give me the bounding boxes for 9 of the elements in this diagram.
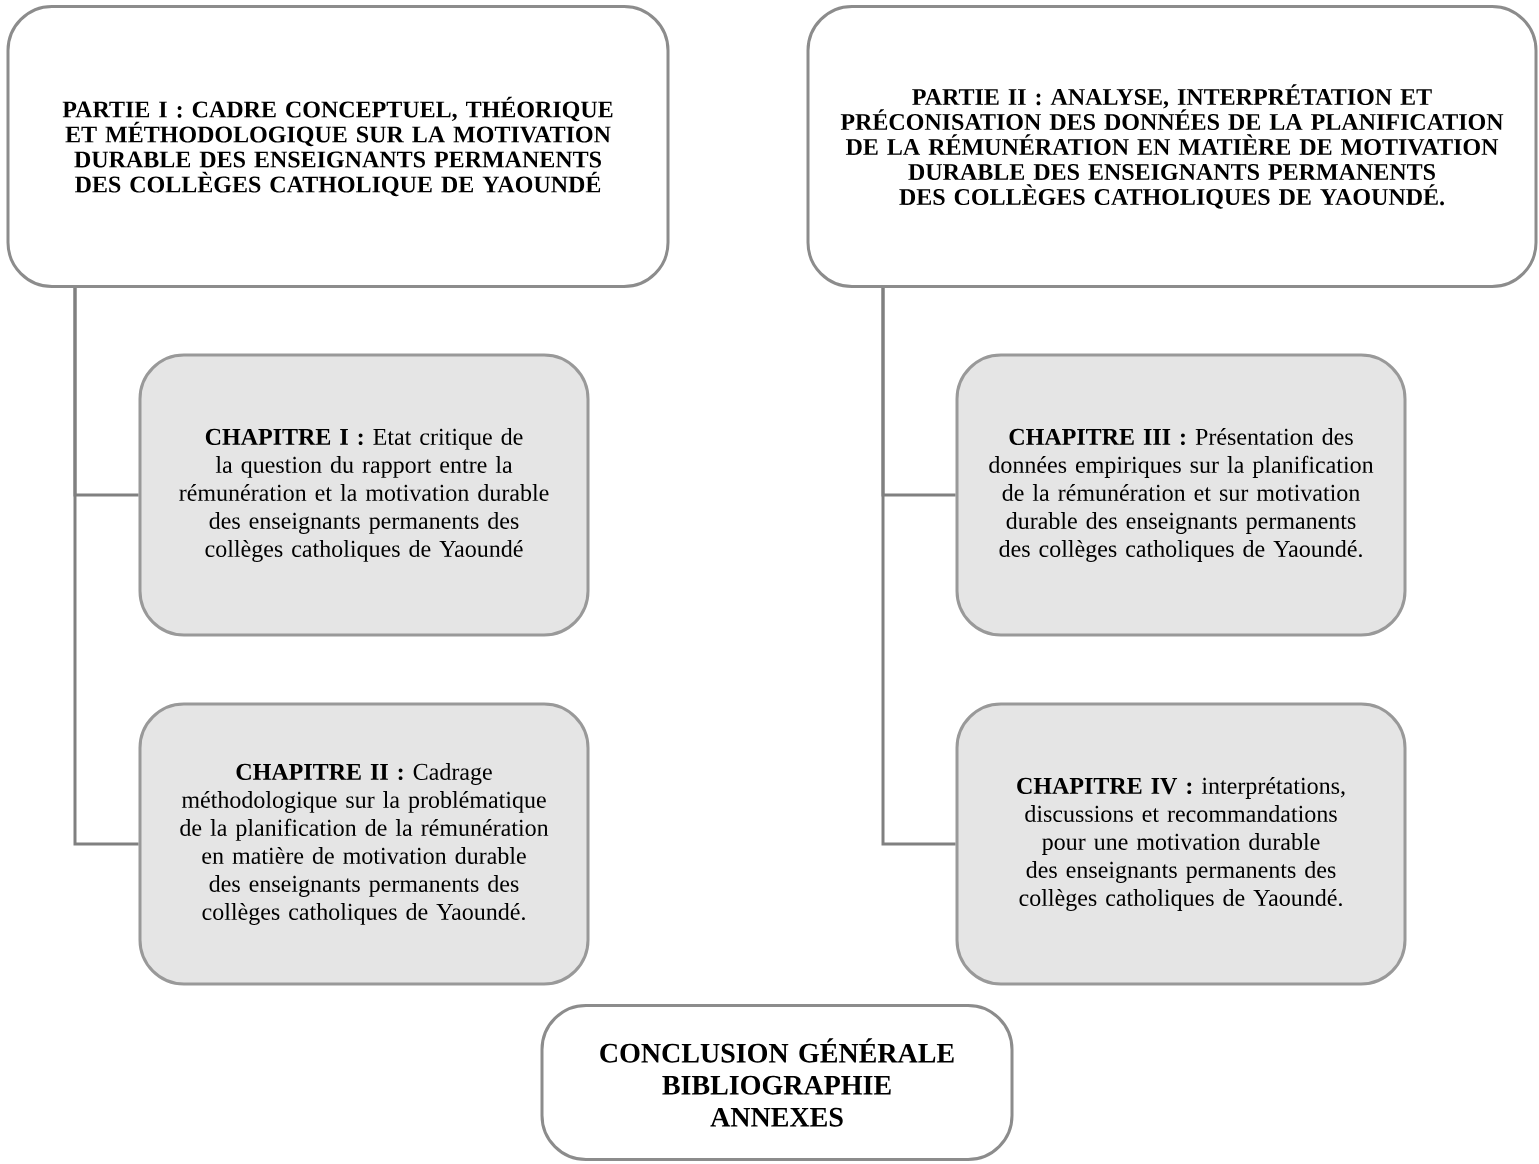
chapter-box: CHAPITRE I : Etat critique de la question du rapport entre la rémunération et la motivation durable des enseignants permanents des collèges catholiques de Yaoundé [138,353,590,637]
part-box: PARTIE I : CADRE CONCEPTUEL, THÉORIQUE ET MÉTHODOLOGIQUE SUR LA MOTIVATION DURABLE DES ENSEIGNANTS PERMANENTS DES COLLÈGES CATHOLIQUE DE YAOUNDÉ [6,5,670,288]
chapter-box: CHAPITRE III : Présentation des données empiriques sur la planification de la rémunération et sur motivation durable des enseignants permanents des collèges catholiques de Yaoundé. [955,353,1407,637]
chapter-box: CHAPITRE IV : interprétations, discussions et recommandations pour une motivation durable des enseignants permanents des collèges catholiques de Yaoundé. [955,702,1407,986]
conclusion-box: CONCLUSION GÉNÉRALE BIBLIOGRAPHIE ANNEXES [540,1004,1014,1161]
part-box: PARTIE II : ANALYSE, INTERPRÉTATION ET PRÉCONISATION DES DONNÉES DE LA PLANIFICATION DE LA RÉMUNÉRATION EN MATIÈRE DE MOTIVATION DURABLE DES ENSEIGNANTS PERMANENTS DES COLLÈGES CATHOLIQUES DE YAOUNDÉ. [806,5,1538,288]
chapter-box: CHAPITRE II : Cadrage méthodologique sur la problématique de la planification de la rémunération en matière de motivation durable des enseignants permanents des collèges catholiques de Yaoundé. [138,702,590,986]
connector-line [73,288,139,846]
connector-line [881,288,956,846]
